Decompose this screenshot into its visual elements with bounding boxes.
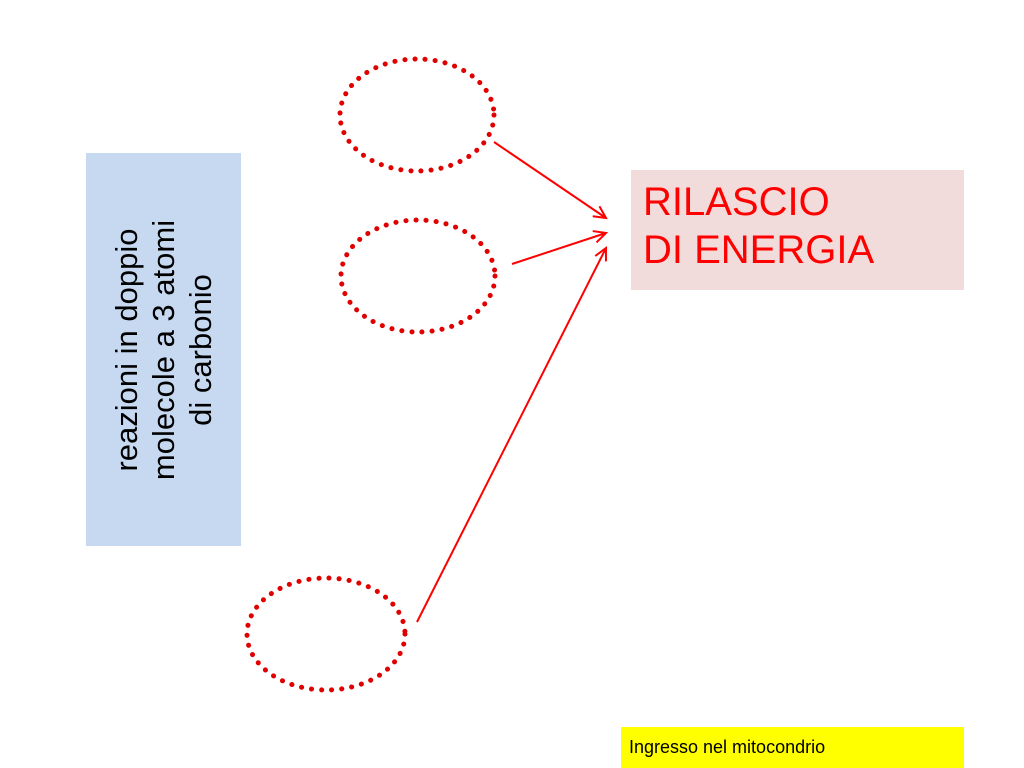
arrow-bottom xyxy=(416,248,606,623)
energy-release-box: RILASCIO DI ENERGIA xyxy=(631,170,964,290)
arrow-top xyxy=(493,141,606,218)
mitochondrion-entry-label: Ingresso nel mitocondrio xyxy=(621,727,964,768)
dotted-circle-bottom xyxy=(244,575,408,693)
dotted-circle-top xyxy=(337,56,497,174)
energy-line-2: DI ENERGIA xyxy=(643,228,875,272)
energy-release-text: RILASCIO DI ENERGIA xyxy=(643,178,964,274)
dotted-circle-middle xyxy=(338,217,498,335)
arrow-middle xyxy=(511,233,606,265)
reactions-box: reazioni in doppio molecole a 3 atomi di… xyxy=(86,153,241,546)
energy-line-1: RILASCIO xyxy=(643,180,830,224)
